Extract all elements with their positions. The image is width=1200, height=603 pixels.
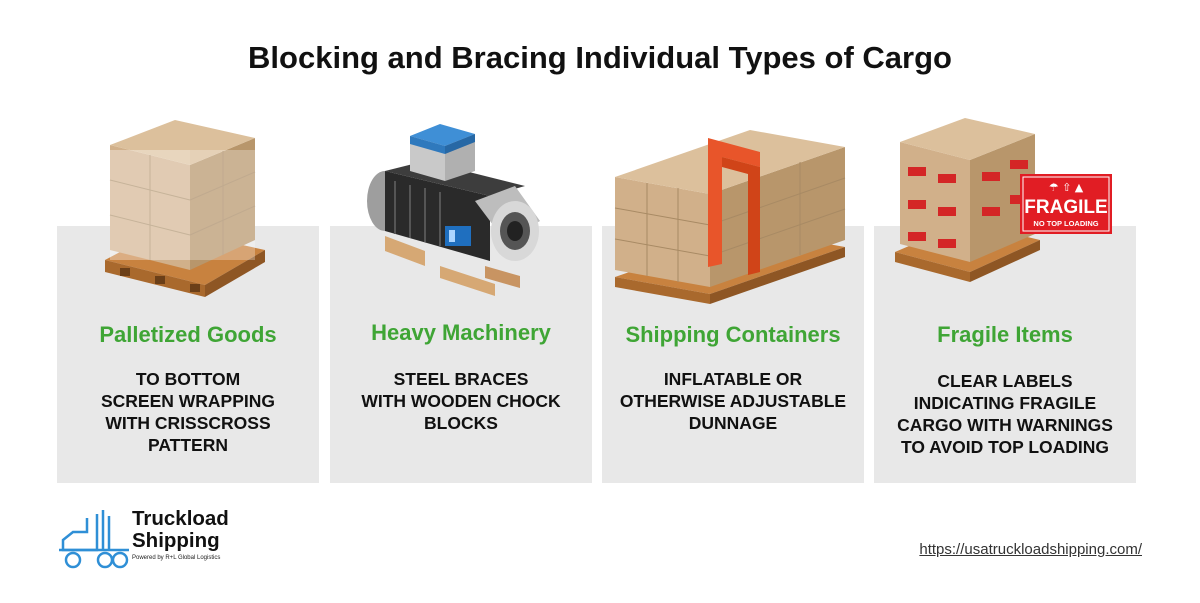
page-title: Blocking and Bracing Individual Types of… <box>248 40 952 75</box>
card-title: Heavy Machinery <box>371 320 551 345</box>
wrapped-pallet-illustration <box>105 120 265 297</box>
website-link[interactable]: https://usatruckloadshipping.com/ <box>919 541 1142 558</box>
card-title: Palletized Goods <box>99 322 277 347</box>
svg-text:☂ ⇧ ▲: ☂ ⇧ ▲ <box>1049 181 1084 194</box>
card-description: TO BOTTOM SCREEN WRAPPING WITH CRISSCROS… <box>100 369 276 455</box>
card-description: INFLATABLE OR OTHERWISE ADJUSTABLE DUNNA… <box>619 369 847 433</box>
fragile-label-subtext: NO TOP LOADING <box>1033 219 1098 228</box>
fragile-pallet-illustration: ☂ ⇧ ▲ FRAGILE NO TOP LOADING <box>895 118 1112 282</box>
card-title: Shipping Containers <box>625 322 841 347</box>
logo-tagline: Powered by R+L Global Logistics <box>132 555 221 561</box>
fragile-label: ☂ ⇧ ▲ FRAGILE NO TOP LOADING <box>1020 174 1112 234</box>
card-description: CLEAR LABELS INDICATING FRAGILE CARGO WI… <box>897 371 1113 457</box>
fragile-label-text: FRAGILE <box>1024 197 1107 218</box>
card-description: STEEL BRACES WITH WOODEN CHOCK BLOCKS <box>361 369 561 433</box>
card-heavy-machinery: Heavy Machinery STEEL BRACES WITH WOODEN… <box>330 226 592 483</box>
card-title: Fragile Items <box>937 322 1073 347</box>
truckload-shipping-logo[interactable]: Truckload Shipping Powered by R+L Global… <box>57 508 257 572</box>
shipping-containers-illustration <box>614 130 846 304</box>
card-fragile-items: Fragile Items CLEAR LABELS INDICATING FR… <box>874 226 1136 483</box>
logo-wordmark: Truckload Shipping <box>132 507 229 552</box>
truck-icon <box>59 510 129 569</box>
heavy-machinery-illustration <box>367 124 540 296</box>
